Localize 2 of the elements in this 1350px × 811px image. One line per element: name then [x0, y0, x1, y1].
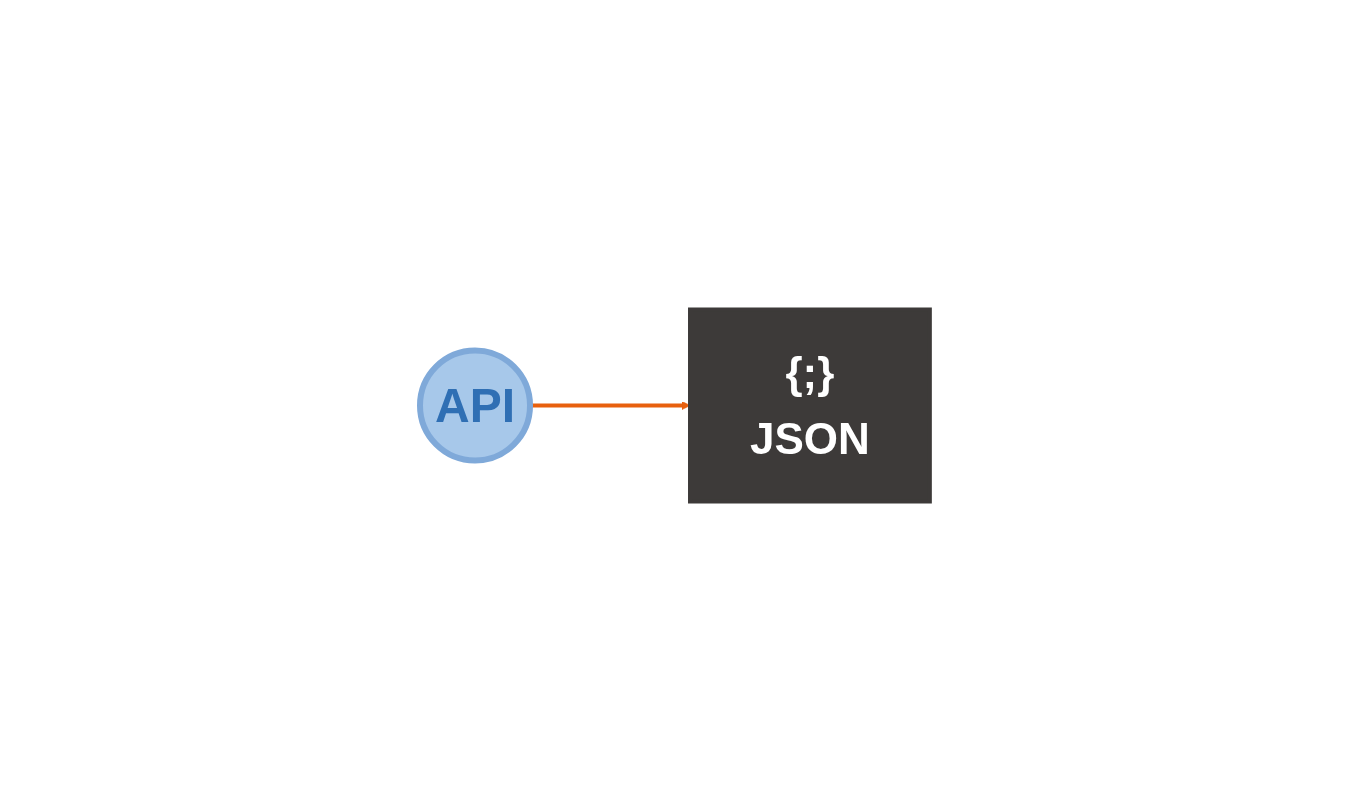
node-circle: API [417, 347, 534, 464]
node-box: {;} JSON [688, 307, 932, 504]
